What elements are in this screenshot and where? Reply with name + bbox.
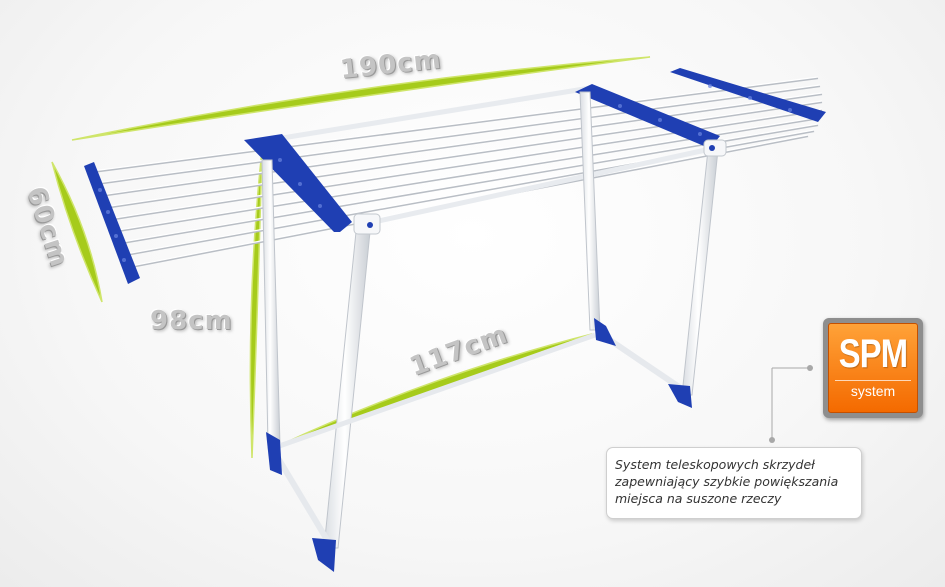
feature-callout: System teleskopowych skrzydeł zapewniają… [606, 447, 862, 519]
callout-line: System teleskopowych skrzydeł [615, 457, 815, 472]
callout-line: miejsca na suszone rzeczy [615, 491, 782, 506]
spm-badge-face: SPM system [828, 323, 918, 413]
blue-feet [266, 318, 692, 572]
dimension-height-label: 98cm [150, 306, 233, 336]
blue-end-bars [84, 68, 826, 284]
frame-rails [269, 85, 716, 228]
callout-line: zapewniający szybkie powiększania [615, 474, 839, 489]
callout-pointer [769, 365, 813, 443]
spm-system-badge: SPM system [823, 318, 923, 418]
hinge-joints [353, 139, 727, 235]
spm-badge-title: SPM [838, 332, 908, 376]
spm-badge-subtitle: system [835, 380, 911, 399]
